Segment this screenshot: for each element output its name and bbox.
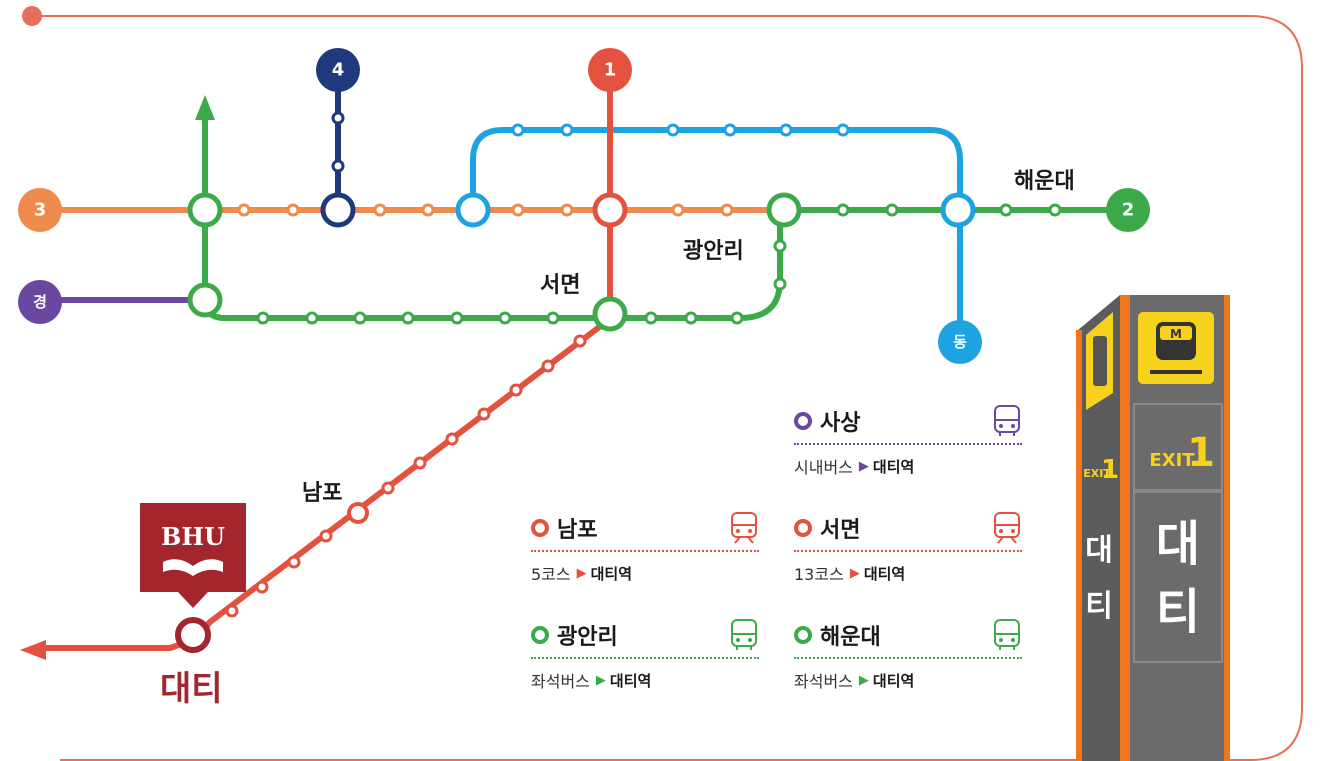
station-label-daeti: 대티 [160,669,223,709]
line-badge-4-label: 4 [332,60,345,81]
exit-station-char-2: 티 [1156,584,1200,640]
station-label-gwangalli: 광안리 [683,239,744,264]
ring-marker [531,626,549,644]
route-kind: 5코스 [531,565,571,584]
route-card-nampo: 남포 5코스▶대티역 [531,510,759,585]
route-kind: 좌석버스 [531,672,590,691]
exit-sign: M EXIT 1 EXIT 1 대 티 대 티 [1076,295,1230,761]
line-east [470,127,963,340]
line-1 [45,70,613,651]
route-card-gwangalli: 광안리 좌석버스▶대티역 [531,617,759,692]
exit-station-char-2-side: 티 [1085,589,1113,624]
route-card-haeundae: 해운대 좌석버스▶대티역 [794,617,1022,692]
transfer-station [592,192,628,228]
line-badge-gyeong-label: 경 [33,293,47,311]
line-badge-1-label: 1 [604,60,617,81]
route-dest: 대티역 [872,671,915,690]
line-badge-3-label: 3 [34,200,47,221]
station-label-haeundae: 해운대 [1014,169,1075,194]
arrow-west-icon [20,640,46,660]
route-name: 서면 [820,518,861,543]
route-dest: 대티역 [609,671,652,690]
bus-icon [731,619,757,650]
line-badge-2-label: 2 [1122,200,1135,221]
route-name: 남포 [557,518,598,543]
route-dest: 대티역 [863,564,906,583]
transfer-station [766,192,802,228]
book-icon [163,559,223,576]
route-card-seomyeon: 서면 13코스▶대티역 [794,510,1022,585]
route-kind: 좌석버스 [794,672,853,691]
ring-marker [794,412,812,430]
metro-letter: M [1170,327,1182,341]
exit-word-side: EXIT [1083,467,1111,480]
station-daeti [175,617,211,653]
transfer-station [320,192,356,228]
line-badge-4 [316,48,360,92]
minor-stations [225,111,1062,618]
transfer-station [940,192,976,228]
transfer-station [187,192,223,228]
school-logo: BHU [140,503,246,608]
line-badge-gyeong [18,280,62,324]
transfer-station [187,282,223,318]
route-name: 사상 [820,411,861,436]
line-badge-3 [18,188,62,232]
route-dest: 대티역 [590,564,633,583]
exit-station-char-1-side: 대 [1085,533,1113,568]
route-dest: 대티역 [872,457,915,476]
line-gyeong [40,297,208,313]
transfer-station [455,192,491,228]
line-badge-east-label: 동 [953,333,967,351]
bus-icon [994,619,1020,650]
transfer-stations [175,192,976,653]
arrow-north-icon [195,95,215,120]
line-badge-east [938,320,982,364]
route-name: 해운대 [820,625,881,650]
route-kind: 시내버스 [794,458,853,477]
map-frame [32,15,1303,761]
transfer-station [592,296,628,332]
frame-dot [22,6,42,26]
exit-station-char-1: 대 [1156,516,1200,572]
line-badge-2 [1106,188,1150,232]
exit-word: EXIT [1149,450,1195,471]
ring-marker [794,519,812,537]
exit-number: 1 [1187,430,1215,476]
route-card-sasang: 사상 시내버스▶대티역 [794,403,1022,478]
exit-number-side: 1 [1101,455,1119,485]
train-icon [994,512,1020,544]
train-icon [731,512,757,544]
bus-icon [994,405,1020,436]
station-label-nampo: 남포 [302,481,342,506]
route-name: 광안리 [557,625,618,650]
station-label-seomyeon: 서면 [540,273,580,298]
line-badge-1 [588,48,632,92]
ring-marker [531,519,549,537]
school-logo-text: BHU [161,522,225,551]
station-nampo [347,502,369,524]
route-kind: 13코스 [794,565,844,584]
ring-marker [794,626,812,644]
